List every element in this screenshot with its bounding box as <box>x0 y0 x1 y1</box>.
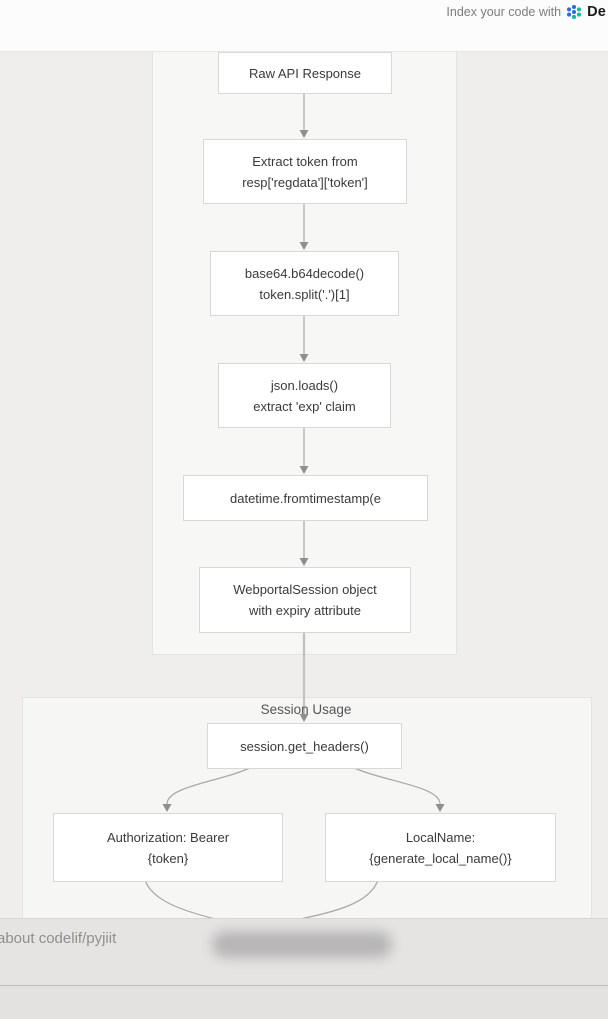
node-label: LocalName: <box>405 829 476 845</box>
subgraph-token-processing <box>152 30 457 655</box>
node-localname: LocalName: {generate_local_name()} <box>325 813 556 882</box>
devin-logo-icon <box>567 5 582 19</box>
node-label: WebportalSession object <box>233 582 377 597</box>
node-get-headers: session.get_headers() <box>207 723 402 769</box>
banner-text: Index your code with <box>446 5 562 19</box>
ask-bar[interactable] <box>0 918 608 986</box>
node-datetime-fromtimestamp: datetime.fromtimestamp(e <box>183 475 428 521</box>
node-label: extract 'exp' claim <box>253 398 356 414</box>
node-json-loads: json.loads() extract 'exp' claim <box>218 363 391 428</box>
node-label: token.split('.')[1] <box>259 286 350 302</box>
node-label: session.get_headers() <box>240 738 369 754</box>
subgraph-label-session-usage: Session Usage <box>260 702 352 717</box>
node-label: json.loads() <box>270 377 339 393</box>
node-webportal-session: WebportalSession object with expiry attr… <box>199 567 411 633</box>
node-label: Extract token from <box>252 153 358 169</box>
node-label: {generate_local_name()} <box>369 850 512 866</box>
node-label: Raw API Response <box>248 65 361 81</box>
top-banner: Index your code with De <box>0 0 608 52</box>
node-label: with expiry attribute <box>249 603 361 618</box>
blurred-element <box>212 931 392 958</box>
node-label: base64.b64decode() <box>244 265 365 281</box>
node-raw-api-response: Raw API Response <box>218 52 392 94</box>
node-label: datetime.fromtimestamp(e <box>230 490 381 506</box>
node-label: Authorization: Bearer <box>106 829 230 845</box>
node-authorization-bearer: Authorization: Bearer {token} <box>53 813 283 882</box>
node-label: resp['regdata']['token'] <box>242 174 368 190</box>
brand-name-partial: De <box>587 4 606 20</box>
bottom-strip <box>0 985 608 1019</box>
node-base64-decode: base64.b64decode() token.split('.')[1] <box>210 251 399 316</box>
node-extract-token: Extract token from resp['regdata']['toke… <box>203 139 407 204</box>
index-your-code-link[interactable]: Index your code with De <box>446 4 606 20</box>
ask-about-repo-text[interactable]: about codelif/pyjiit <box>0 930 117 947</box>
node-label: {token} <box>147 850 189 866</box>
